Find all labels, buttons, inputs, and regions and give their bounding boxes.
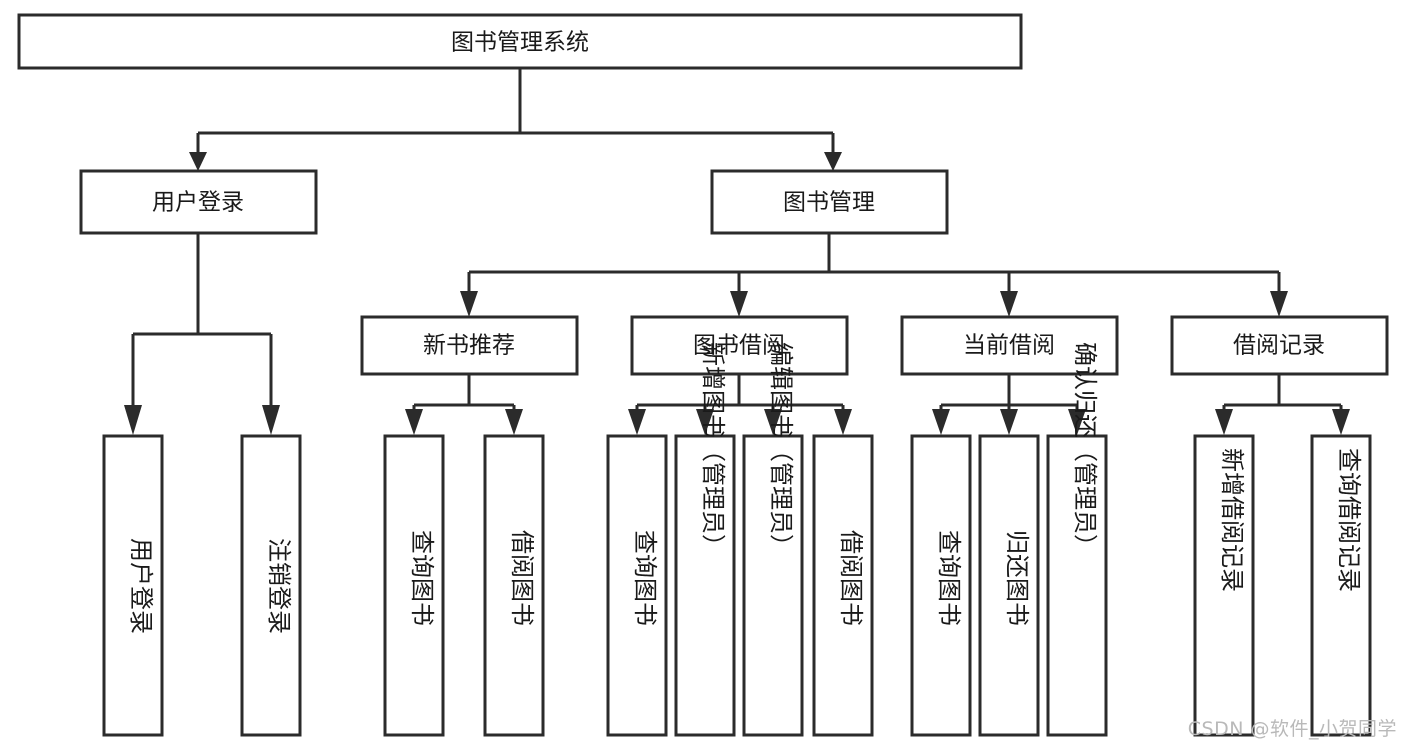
arrow-head-current-2: [1000, 409, 1018, 435]
node-new-book-recommend-box[interactable]: [360, 315, 579, 376]
node-user-login-label: 用户登录: [152, 190, 244, 216]
arrow-head-newbook-1: [405, 409, 423, 435]
arrow-head-current-1: [932, 409, 950, 435]
leaf-current-confirm-return[interactable]: 确认归还（管理员）: [1046, 342, 1108, 737]
csdn-watermark: CSDN @软件_小贺同学: [1187, 718, 1397, 740]
leaf-borrow-add-book[interactable]: 新增图书（管理员）: [674, 342, 736, 737]
node-borrow-record-box[interactable]: [1170, 315, 1389, 376]
arrow-head-level2-1: [189, 152, 207, 171]
node-book-borrow-label: 图书借阅: [693, 333, 785, 359]
leaf-borrow-query-book-box[interactable]: [606, 434, 668, 737]
leaf-new-book-borrow[interactable]: 借阅图书: [483, 434, 545, 737]
node-root[interactable]: 图书管理系统: [17, 13, 1023, 70]
leaf-current-query-book-label: 查询图书: [935, 530, 963, 626]
node-root-box[interactable]: [17, 13, 1023, 70]
leaf-current-return-book-label: 归还图书: [1003, 530, 1031, 626]
arrow-head-record-2: [1332, 409, 1350, 435]
leaf-user-login-login-label: 用户登录: [127, 538, 155, 634]
leaf-borrow-add-book-label: 新增图书（管理员）: [699, 342, 727, 558]
node-book-management-label: 图书管理: [783, 190, 875, 216]
leaf-user-login-login-box[interactable]: [102, 434, 164, 737]
leaf-record-add[interactable]: 新增借阅记录: [1193, 434, 1255, 737]
node-book-borrow[interactable]: 图书借阅: [630, 315, 849, 376]
node-book-borrow-box[interactable]: [630, 315, 849, 376]
leaf-record-add-label: 新增借阅记录: [1218, 448, 1246, 592]
leaf-borrow-query-book-label: 查询图书: [631, 530, 659, 626]
arrow-head-level3-1: [460, 291, 478, 317]
leaf-current-query-book[interactable]: 查询图书: [910, 434, 972, 737]
leaf-borrow-borrow-book-label: 借阅图书: [837, 530, 865, 626]
node-root-label: 图书管理系统: [451, 30, 589, 56]
leaf-record-query-box[interactable]: [1310, 434, 1372, 737]
leaf-borrow-edit-book-box[interactable]: [742, 434, 804, 737]
leaf-borrow-edit-book[interactable]: 编辑图书（管理员）: [742, 342, 804, 737]
arrow-head-level3-3: [1000, 291, 1018, 317]
node-book-management[interactable]: 图书管理: [710, 169, 949, 235]
node-borrow-record-label: 借阅记录: [1233, 333, 1325, 359]
node-current-borrow[interactable]: 当前借阅: [900, 315, 1119, 376]
leaf-current-query-book-box[interactable]: [910, 434, 972, 737]
leaf-user-login-logout-box[interactable]: [240, 434, 302, 737]
arrow-head-borrow-2: [696, 409, 714, 435]
node-new-book-recommend-label: 新书推荐: [423, 333, 515, 359]
leaf-current-return-book-box[interactable]: [978, 434, 1040, 737]
arrow-head-userlogin-1: [124, 405, 142, 435]
leaf-current-return-book[interactable]: 归还图书: [978, 434, 1040, 737]
leaf-new-book-query-label: 查询图书: [408, 530, 436, 626]
leaf-new-book-query-box[interactable]: [383, 434, 445, 737]
leaf-borrow-edit-book-label: 编辑图书（管理员）: [767, 342, 795, 558]
leaf-borrow-borrow-book[interactable]: 借阅图书: [812, 434, 874, 737]
node-borrow-record[interactable]: 借阅记录: [1170, 315, 1389, 376]
leaf-record-query-label: 查询借阅记录: [1335, 448, 1363, 592]
arrow-head-borrow-4: [834, 409, 852, 435]
leaf-borrow-borrow-book-box[interactable]: [812, 434, 874, 737]
leaf-record-add-box[interactable]: [1193, 434, 1255, 737]
leaf-user-login-logout[interactable]: 注销登录: [240, 434, 302, 737]
leaf-current-confirm-return-box[interactable]: [1046, 434, 1108, 737]
arrow-head-record-1: [1215, 409, 1233, 435]
arrow-head-borrow-3: [764, 409, 782, 435]
node-current-borrow-box[interactable]: [900, 315, 1119, 376]
arrow-head-newbook-2: [505, 409, 523, 435]
leaf-user-login-login[interactable]: 用户登录: [102, 434, 164, 737]
leaf-borrow-add-book-box[interactable]: [674, 434, 736, 737]
arrow-head-borrow-1: [628, 409, 646, 435]
arrow-head-level3-2: [730, 291, 748, 317]
node-new-book-recommend[interactable]: 新书推荐: [360, 315, 579, 376]
node-user-login[interactable]: 用户登录: [79, 169, 318, 235]
node-user-login-box[interactable]: [79, 169, 318, 235]
leaf-new-book-borrow-label: 借阅图书: [508, 530, 536, 626]
connector-layer: [124, 69, 1350, 435]
node-current-borrow-label: 当前借阅: [963, 333, 1055, 359]
arrow-head-level2-2: [824, 152, 842, 171]
leaf-record-query[interactable]: 查询借阅记录: [1310, 434, 1372, 737]
leaf-new-book-borrow-box[interactable]: [483, 434, 545, 737]
arrow-head-userlogin-2: [262, 405, 280, 435]
leaf-current-confirm-return-label: 确认归还（管理员）: [1071, 342, 1099, 558]
arrow-head-level3-4: [1270, 291, 1288, 317]
arrow-head-current-3: [1068, 409, 1086, 435]
leaf-user-login-logout-label: 注销登录: [265, 538, 293, 634]
node-book-management-box[interactable]: [710, 169, 949, 235]
leaf-borrow-query-book[interactable]: 查询图书: [606, 434, 668, 737]
leaf-new-book-query[interactable]: 查询图书: [383, 434, 445, 737]
